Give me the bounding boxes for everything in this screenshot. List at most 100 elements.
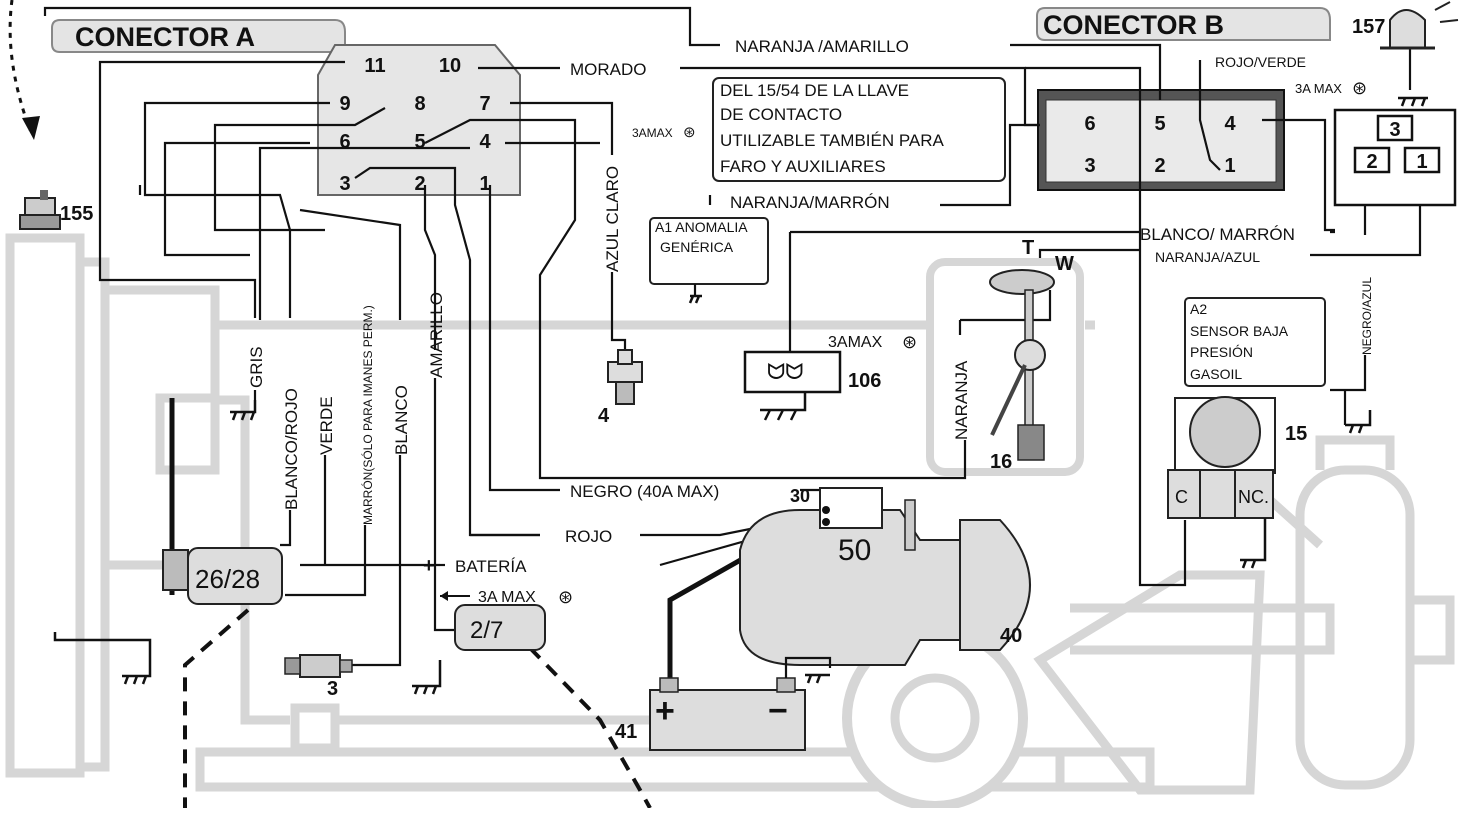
connector-b-pin-5: 5 [1154,113,1165,135]
connector-b: 6 5 4 3 2 1 [1037,89,1285,191]
component-106: ᗢᗢ 106 [743,350,881,394]
relay-block: 32 1 [1333,108,1457,207]
label-blanco-marron: BLANCO/ MARRÓN [1140,225,1295,244]
svg-text:CONECTOR B: CONECTOR B [1043,10,1224,40]
svg-text:GASOIL: GASOIL [1190,366,1242,382]
component-3: 3 [284,654,353,700]
svg-text:+: + [423,555,435,577]
svg-text:DEL 15/54 DE LA LLAVE: DEL 15/54 DE LA LLAVE [720,81,909,100]
connector-b-pin-1: 1 [1224,155,1235,177]
label-naranja-marron: NARANJA/MARRÓN [730,193,890,212]
svg-text:SENSOR BAJA: SENSOR BAJA [1190,323,1289,339]
svg-text:157: 157 [1352,16,1385,38]
component-relay-27: 2/7 [454,604,546,651]
svg-text:4: 4 [598,405,610,427]
connector-a-pin-10: 10 [439,55,461,77]
component-starter: 30 50 40 [739,486,1031,666]
component-15: 15 C NC. [1167,396,1307,519]
connector-b-pin-3: 3 [1084,155,1095,177]
label-morado: MORADO [570,60,647,79]
label-marron: MARRÓN(SÓLO PARA IMANES PERM.) [360,305,375,525]
svg-text:3A MAX: 3A MAX [478,589,536,606]
connector-b-title: CONECTOR B [1036,7,1331,41]
connector-a-pin-1: 1 [479,173,490,195]
wire-labels: MORADO NARANJA /AMARILLO ROJO/VERDE NARA… [423,37,1306,577]
svg-text:+: + [655,692,675,730]
svg-text:50: 50 [838,534,871,567]
connector-b-pin-4: 4 [1224,113,1236,135]
svg-text:⊛: ⊛ [1352,78,1367,98]
connector-a-pin-7: 7 [479,93,490,115]
svg-text:ᗢᗢ: ᗢᗢ [767,359,804,384]
component-157: 157 [1352,1,1459,50]
connector-a-title: CONECTOR A [51,19,346,53]
label-blanco-rojo: BLANCO/ROJO [282,388,301,510]
svg-text:3AMAX: 3AMAX [632,126,673,140]
svg-text:GENÉRICA: GENÉRICA [660,239,734,255]
svg-text:A1 ANOMALIA: A1 ANOMALIA [655,219,748,235]
vertical-wire-labels: AZUL CLARO GRIS BLANCO/ROJO VERDE MARRÓN… [247,166,1374,525]
relay-pin-1: 1 [1416,151,1427,173]
ground-symbols [53,96,1428,695]
connector-a-pin-2: 2 [414,173,425,195]
label-negro: NEGRO (40A MAX) [570,482,719,501]
label-rojo: ROJO [565,527,612,546]
label-naranja-azul: NARANJA/AZUL [1155,249,1260,265]
svg-text:W: W [1055,253,1074,275]
component-155: 155 [19,190,93,230]
connector-b-pin-6: 6 [1084,113,1095,135]
svg-text:3AMAX: 3AMAX [828,334,883,351]
svg-text:C: C [1175,487,1188,507]
label-naranja-amarillo: NARANJA /AMARILLO [735,37,909,56]
svg-text:⊛: ⊛ [902,332,917,352]
connector-a-pin-3: 3 [339,173,350,195]
label-azul-claro: AZUL CLARO [603,166,622,272]
svg-text:NC.: NC. [1238,487,1269,507]
svg-text:PRESIÓN: PRESIÓN [1190,344,1253,360]
info-box-a1: A1 ANOMALIA GENÉRICA [649,217,769,285]
label-negro-azul: NEGRO/AZUL [1360,277,1374,355]
label-rojo-verde: ROJO/VERDE [1215,54,1306,70]
svg-text:40: 40 [1000,625,1022,647]
svg-text:FARO Y AUXILIARES: FARO Y AUXILIARES [720,157,886,176]
connector-a-pin-5: 5 [414,131,425,153]
svg-text:A2: A2 [1190,301,1207,317]
connector-b-wires [43,6,1422,452]
label-verde: VERDE [317,396,336,455]
chassis-outline [5,233,1455,811]
label-amarillo: AMARILLO [427,292,446,378]
svg-text:16: 16 [990,451,1012,473]
svg-text:UTILIZABLE TAMBIÉN PARA: UTILIZABLE TAMBIÉN PARA [720,131,945,150]
component-4: 4 [598,349,643,427]
connector-b-pin-2: 2 [1154,155,1165,177]
connector-a-pin-6: 6 [339,131,350,153]
connector-a-pin-9: 9 [339,93,350,115]
fuse-labels: 3AMAX ⊛ 3A MAX ⊛ 3AMAX ⊛ 3A MAX ⊛ [440,78,1367,607]
connector-a-pin-8: 8 [414,93,425,115]
svg-text:3: 3 [327,678,338,700]
component-battery: + − 41 [615,656,832,751]
svg-text:106: 106 [848,370,881,392]
relay-pin-3: 3 [1389,119,1400,141]
svg-text:T: T [1022,237,1034,259]
svg-text:−: − [768,692,788,730]
info-box-llave: DEL 15/54 DE LA LLAVE DE CONTACTO UTILIZ… [712,77,1006,182]
relay-pin-2: 2 [1366,151,1377,173]
svg-text:3A MAX: 3A MAX [1295,81,1342,96]
reference-dashes [8,0,652,809]
svg-text:155: 155 [60,203,93,225]
svg-text:15: 15 [1285,423,1307,445]
svg-text:26/28: 26/28 [195,564,260,594]
svg-text:⊛: ⊛ [558,587,573,607]
svg-text:⊛: ⊛ [683,124,696,141]
label-naranja: NARANJA [952,360,971,440]
svg-text:DE CONTACTO: DE CONTACTO [720,105,842,124]
svg-text:41: 41 [615,721,637,743]
label-gris: GRIS [247,346,266,388]
svg-text:CONECTOR A: CONECTOR A [75,22,255,52]
info-box-a2: A2 SENSOR BAJA PRESIÓN GASOIL [1184,297,1326,387]
label-blanco: BLANCO [392,385,411,455]
connector-a-pin-4: 4 [479,131,491,153]
